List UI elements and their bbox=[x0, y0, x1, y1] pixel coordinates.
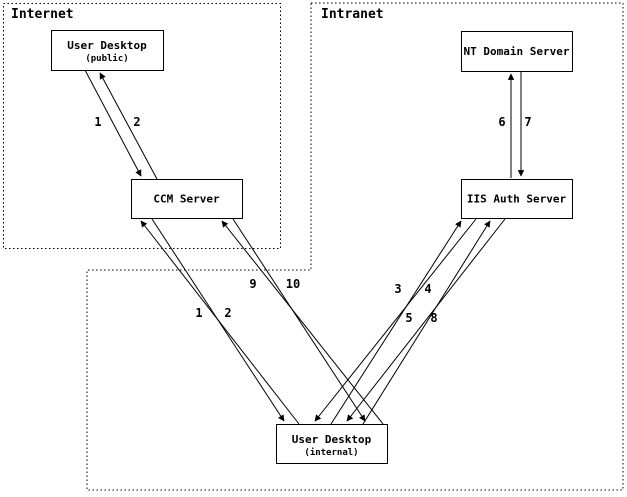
node-iis-auth-server: IIS Auth Server bbox=[461, 179, 573, 219]
edge-6-iis-auth-server-to-nt-domain-server: 6 bbox=[498, 73, 515, 178]
edge-step-label-7: 7 bbox=[524, 115, 531, 129]
arrow-line-1 bbox=[84, 69, 142, 177]
node-box-nt-domain-server bbox=[461, 31, 573, 72]
region-label-internet: Internet bbox=[11, 7, 74, 22]
node-box-user-desktop-internal bbox=[276, 424, 388, 464]
edge-5-user-desktop-internal-to-iis-auth-server: 5 bbox=[362, 220, 491, 425]
node-user-desktop-public: User Desktop(public) bbox=[51, 30, 164, 71]
node-ccm-server: CCM Server bbox=[131, 179, 243, 219]
node-title-user-desktop-public: User Desktop bbox=[67, 39, 147, 52]
arrow-line-10 bbox=[232, 218, 366, 422]
edge-3-user-desktop-internal-to-iis-auth-server: 3 bbox=[330, 220, 462, 425]
edge-2-ccm-server-to-user-desktop-internal: 2 bbox=[151, 218, 285, 422]
edge-7-nt-domain-server-to-iis-auth-server: 7 bbox=[517, 71, 532, 177]
node-box-iis-auth-server bbox=[461, 179, 573, 219]
edge-1-user-desktop-public-to-ccm-server: 1 bbox=[84, 69, 142, 177]
arrow-line-4 bbox=[314, 218, 477, 422]
node-user-desktop-internal: User Desktop(internal) bbox=[276, 424, 388, 464]
edge-step-label-6: 6 bbox=[498, 115, 505, 129]
edge-step-label-1: 1 bbox=[195, 306, 202, 320]
edge-2-ccm-server-to-user-desktop-public: 2 bbox=[99, 72, 158, 180]
node-subtitle-user-desktop-internal: (internal) bbox=[304, 447, 358, 458]
edge-step-label-3: 3 bbox=[394, 282, 401, 296]
edge-4-iis-auth-server-to-user-desktop-internal: 4 bbox=[314, 218, 477, 422]
edge-step-label-9: 9 bbox=[249, 277, 256, 291]
arrow-line-5 bbox=[362, 220, 491, 425]
node-title-user-desktop-internal: User Desktop bbox=[292, 433, 372, 446]
edge-step-label-1: 1 bbox=[94, 115, 101, 129]
node-title-iis-auth-server: IIS Auth Server bbox=[467, 193, 567, 206]
region-boundary-intranet bbox=[86, 2, 624, 491]
edge-step-label-2: 2 bbox=[224, 306, 231, 320]
node-subtitle-user-desktop-public: (public) bbox=[85, 53, 128, 64]
arrow-line-8 bbox=[346, 218, 506, 422]
region-boundary-internet bbox=[3, 3, 281, 249]
edge-step-label-10: 10 bbox=[286, 277, 300, 291]
edge-step-label-4: 4 bbox=[424, 282, 431, 296]
node-box-user-desktop-public bbox=[51, 30, 164, 71]
arrow-line-2 bbox=[151, 218, 285, 422]
edge-step-label-8: 8 bbox=[430, 311, 437, 325]
arrow-line-9 bbox=[221, 220, 384, 425]
edge-10-ccm-server-to-user-desktop-internal: 10 bbox=[232, 218, 366, 422]
region-label-intranet: Intranet bbox=[321, 7, 384, 22]
edge-step-label-5: 5 bbox=[405, 311, 412, 325]
node-box-ccm-server bbox=[131, 179, 243, 219]
node-title-nt-domain-server: NT Domain Server bbox=[464, 45, 570, 58]
edge-step-label-2: 2 bbox=[133, 115, 140, 129]
arrow-line-2 bbox=[99, 72, 158, 180]
node-nt-domain-server: NT Domain Server bbox=[461, 31, 573, 72]
edge-8-iis-auth-server-to-user-desktop-internal: 8 bbox=[346, 218, 506, 422]
node-title-ccm-server: CCM Server bbox=[153, 193, 220, 206]
edge-9-user-desktop-internal-to-ccm-server: 9 bbox=[221, 220, 384, 425]
arrow-line-3 bbox=[330, 220, 462, 425]
